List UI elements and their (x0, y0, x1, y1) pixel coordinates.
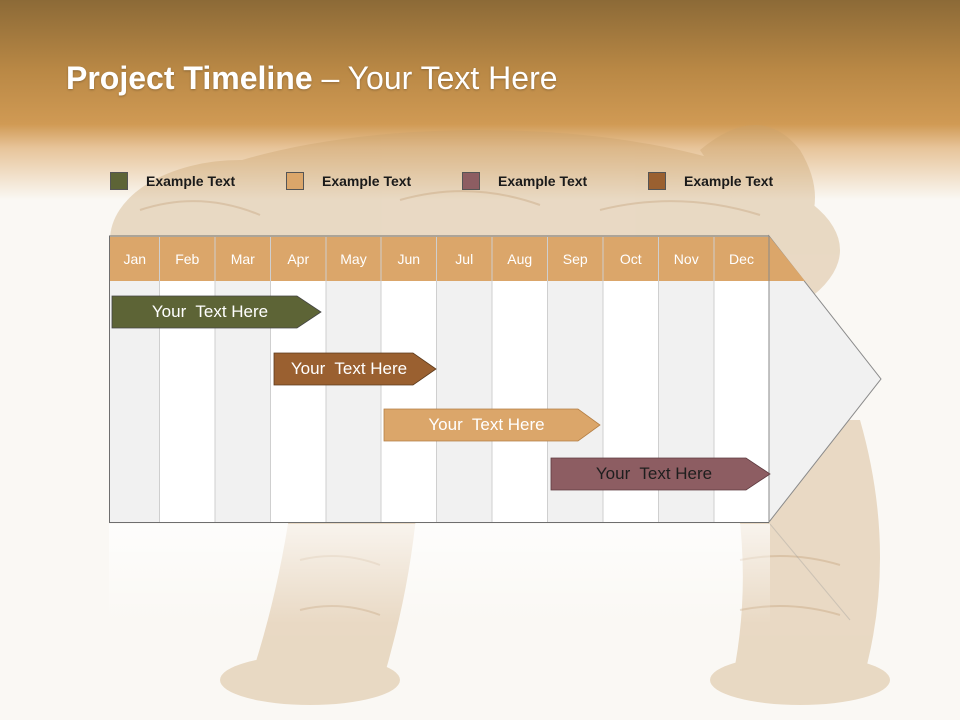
month-jul: Jul (455, 251, 474, 267)
legend-item: Example Text (286, 170, 411, 192)
legend-label: Example Text (498, 173, 588, 189)
legend-item: Example Text (110, 170, 235, 192)
month-jan: Jan (123, 251, 147, 267)
legend-item: Example Text (462, 170, 587, 192)
month-oct: Oct (619, 251, 642, 267)
legend-label: Example Text (146, 173, 236, 189)
legend-item: Example Text (648, 170, 773, 192)
task-label-3[interactable]: Your Text Here (428, 415, 545, 434)
legend-swatch (110, 172, 128, 190)
month-mar: Mar (230, 251, 255, 267)
month-feb: Feb (175, 251, 200, 267)
month-aug: Aug (507, 251, 533, 267)
title-bold: Project Timeline (66, 60, 313, 96)
page-title: Project Timeline – Your Text Here (66, 60, 558, 97)
month-dec: Dec (729, 251, 754, 267)
month-may: May (340, 251, 367, 267)
legend-swatch (462, 172, 480, 190)
legend-swatch (648, 172, 666, 190)
legend-label: Example Text (322, 173, 412, 189)
legend-label: Example Text (684, 173, 774, 189)
task-label-1[interactable]: Your Text Here (151, 302, 269, 321)
month-jun: Jun (397, 251, 421, 267)
month-sep: Sep (562, 251, 588, 267)
header-band (0, 0, 960, 200)
task-label-2[interactable]: Your Text Here (290, 359, 408, 378)
month-apr: Apr (287, 251, 310, 267)
month-nov: Nov (673, 251, 699, 267)
task-label-4[interactable]: Your Text Here (595, 464, 713, 483)
title-rest: – Your Text Here (312, 60, 558, 96)
legend-swatch (286, 172, 304, 190)
